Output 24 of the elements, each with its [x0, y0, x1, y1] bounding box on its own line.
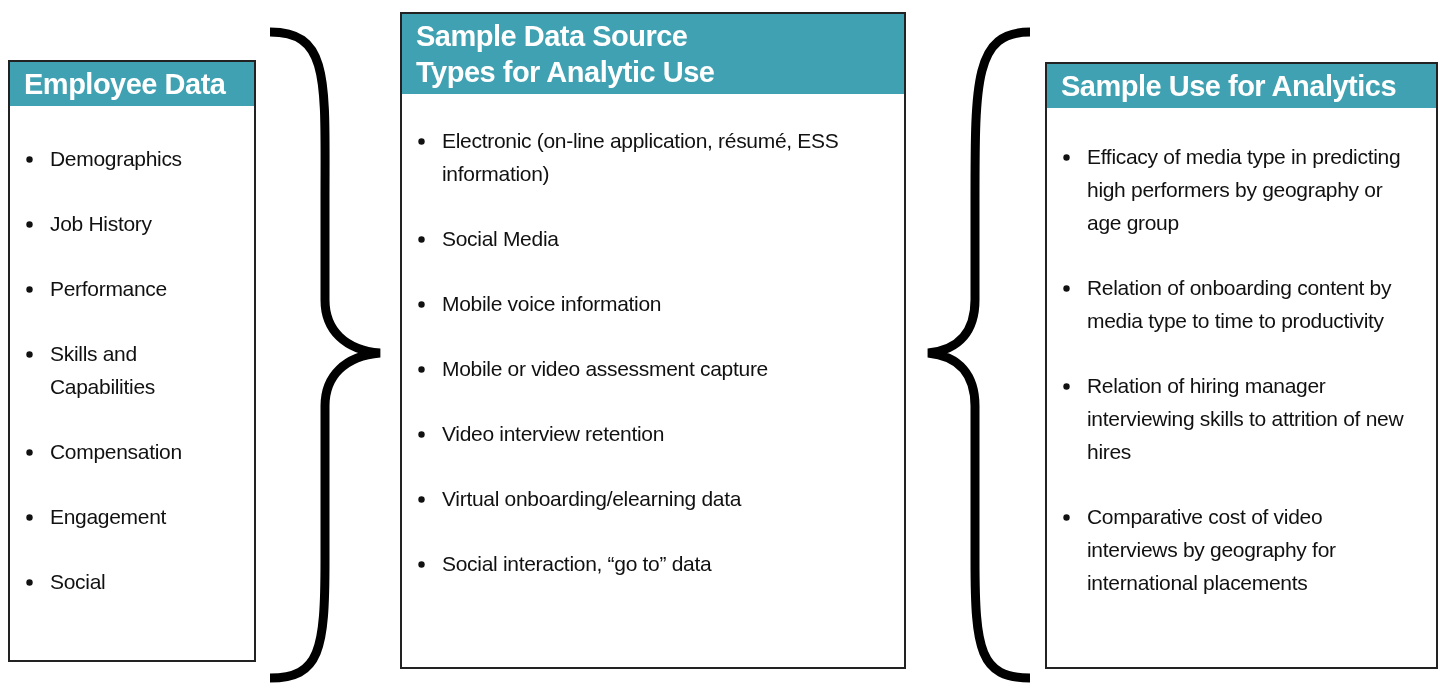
bullet-item: Social	[24, 565, 244, 598]
info-panel	[1045, 62, 1438, 669]
bullet-item: Skills and Capabilities	[24, 337, 244, 403]
bullet-item: Compensation	[24, 435, 244, 468]
bullet-item: Demographics	[24, 142, 244, 175]
info-panel	[400, 12, 906, 669]
bullet-item: Mobile voice information	[416, 287, 894, 320]
bullet-item: Social interaction, “go to” data	[416, 547, 894, 580]
panel-heading: Sample Data Source Types for Analytic Use	[402, 14, 904, 94]
bullet-item: Efficacy of media type in predicting high performers by geography or age group	[1061, 140, 1406, 239]
bullet-item: Electronic (on-line application, résumé, ESS information)	[416, 124, 894, 190]
panel-heading: Employee Data	[10, 62, 254, 106]
bullet-item: Comparative cost of video interviews by geography for international placements	[1061, 500, 1406, 599]
info-panel	[8, 60, 256, 662]
panel-heading: Sample Use for Analytics	[1047, 64, 1436, 108]
bullet-item: Virtual onboarding/elearning data	[416, 482, 894, 515]
bullet-item: Relation of onboarding content by media type to time to productivity	[1061, 271, 1406, 337]
bullet-item: Video interview retention	[416, 417, 894, 450]
bullet-item: Engagement	[24, 500, 244, 533]
bullet-item: Job History	[24, 207, 244, 240]
bullet-item: Relation of hiring manager interviewing skills to attrition of new hires	[1061, 369, 1406, 468]
bullet-item: Mobile or video assessment capture	[416, 352, 894, 385]
bullet-item: Performance	[24, 272, 244, 305]
bullet-item: Social Media	[416, 222, 894, 255]
